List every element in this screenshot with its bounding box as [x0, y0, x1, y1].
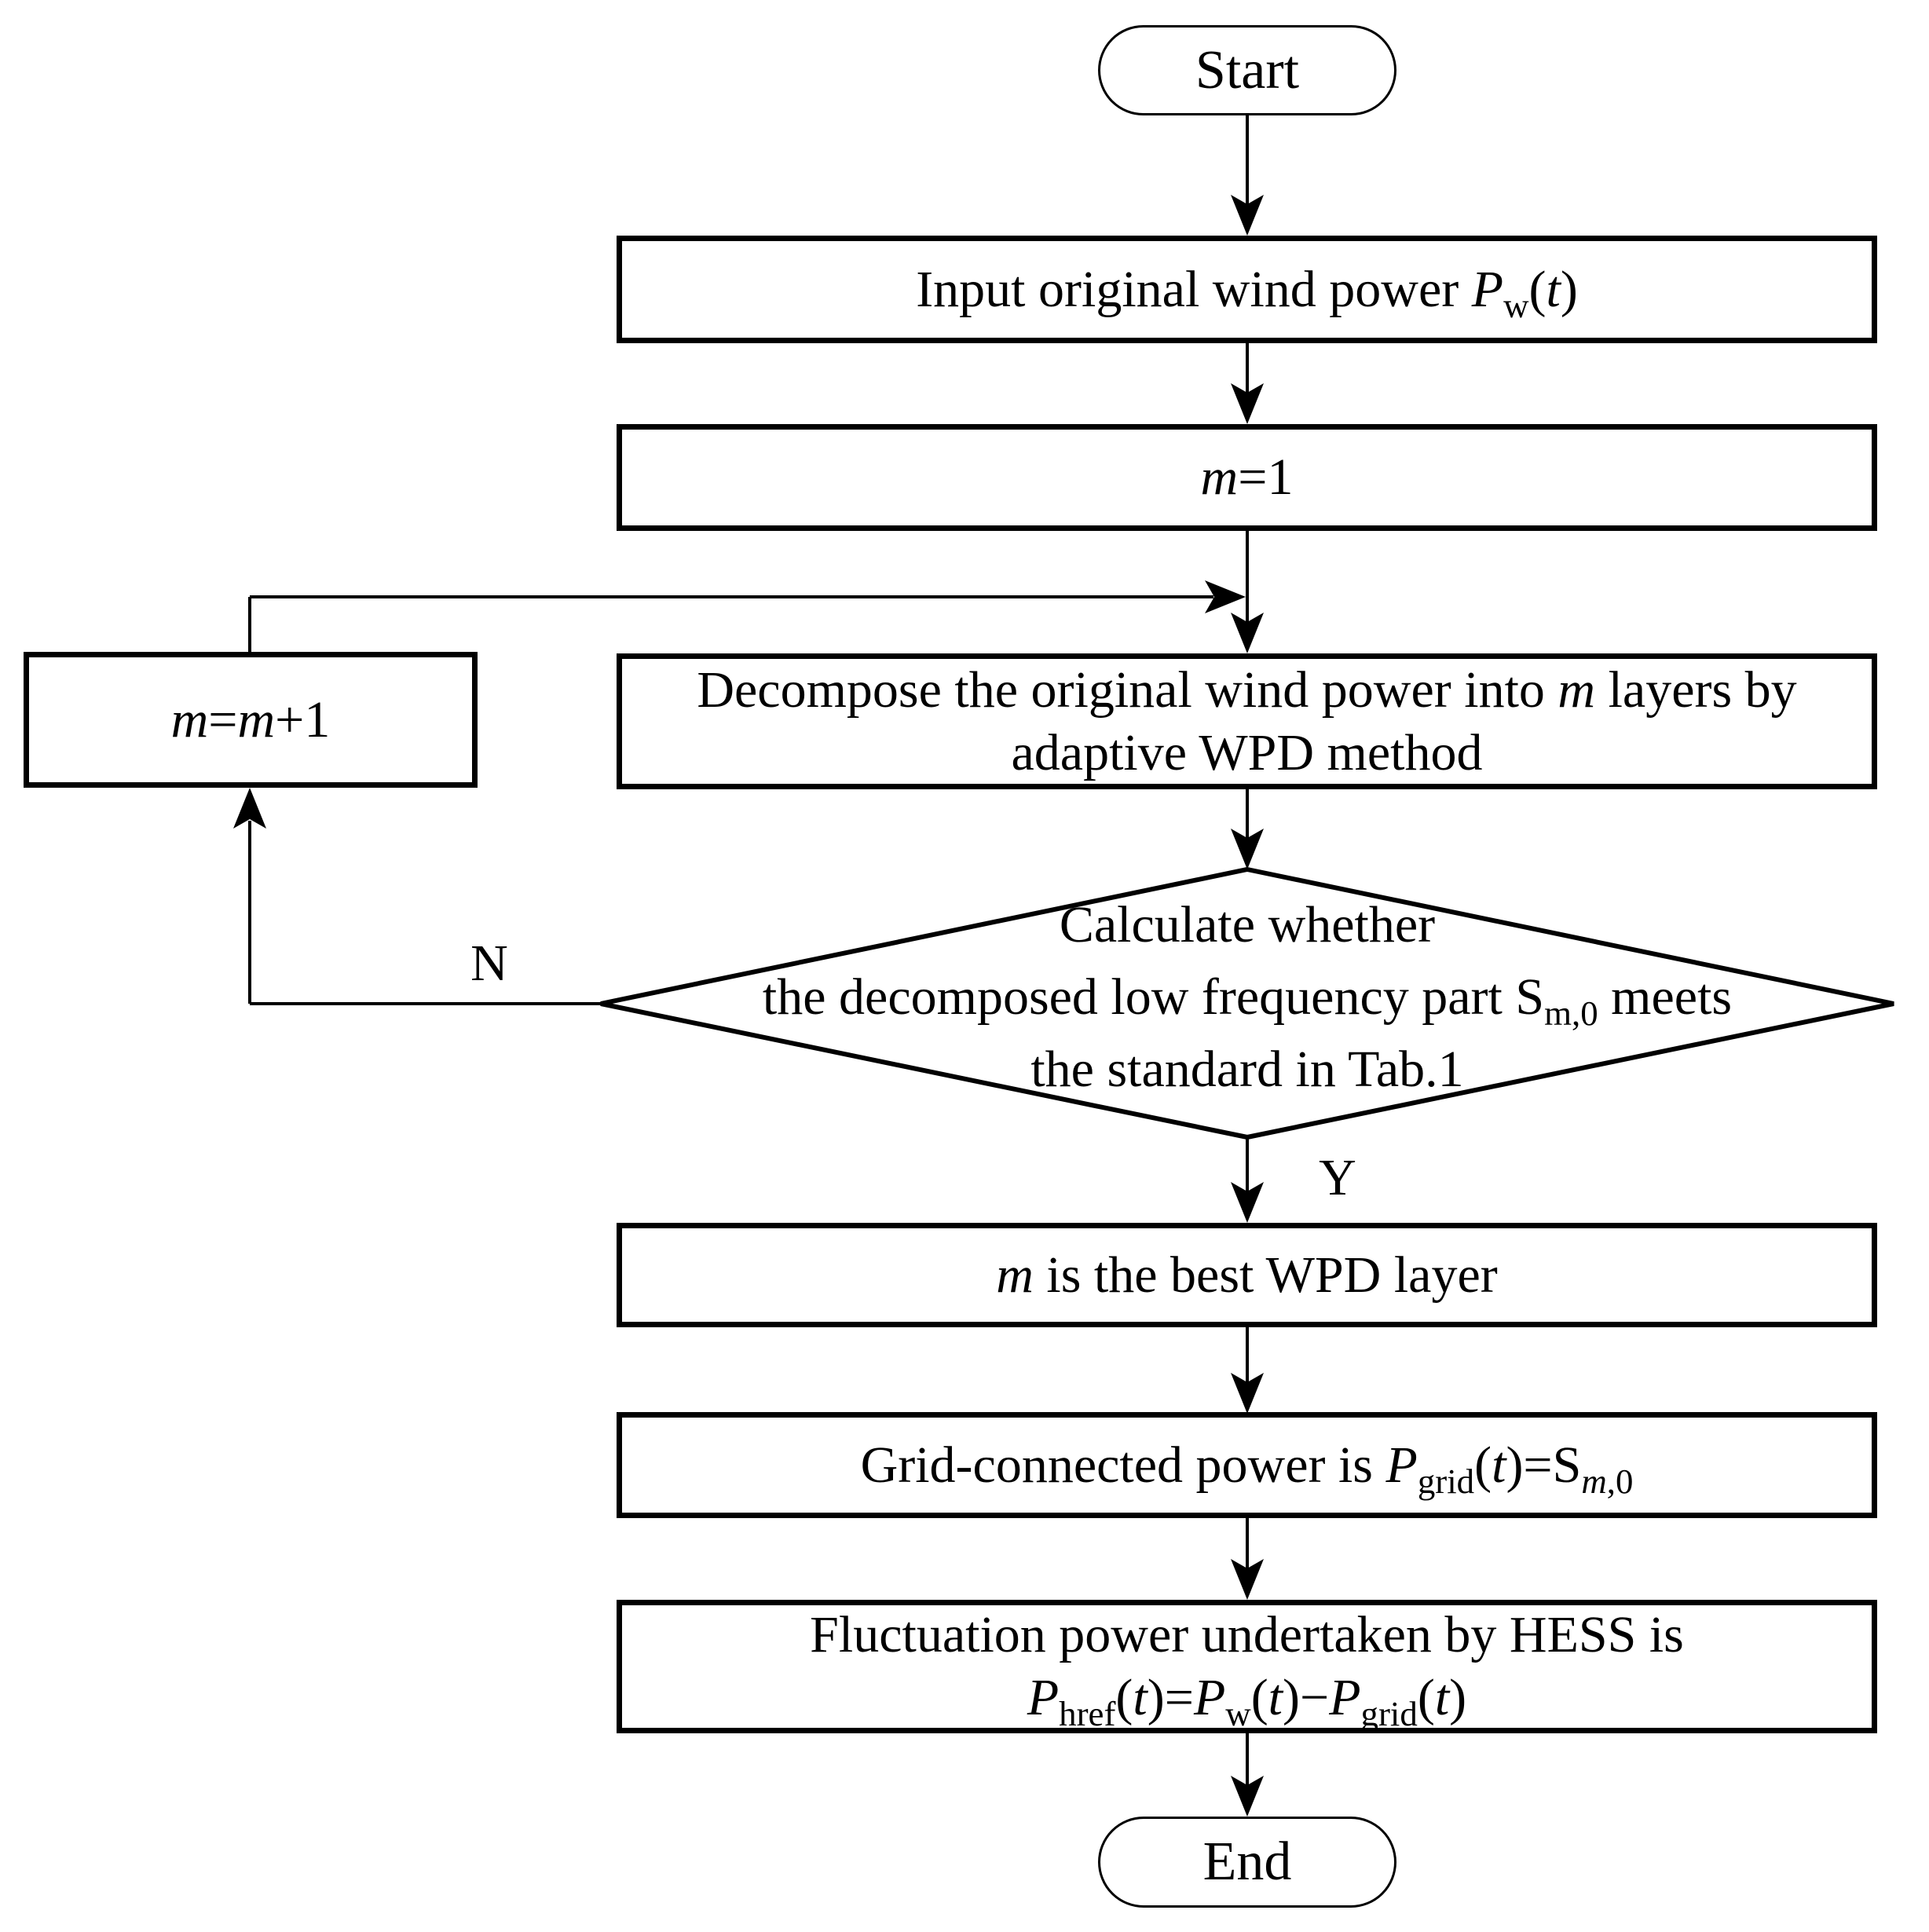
- arrowheads: [233, 195, 1264, 1817]
- node-increment-m-label: m=m+1: [170, 690, 331, 748]
- node-decompose-wpd: Decompose the original wind power into m…: [617, 653, 1877, 789]
- node-hess-power-label: Fluctuation power undertaken by HESS is …: [810, 1604, 1684, 1734]
- branch-label-no: N: [450, 932, 529, 995]
- node-best-layer: m is the best WPD layer: [617, 1223, 1877, 1327]
- node-hess-line1: Fluctuation power undertaken by HESS is: [810, 1606, 1684, 1663]
- node-init-m-label: m=1: [1200, 448, 1294, 506]
- node-grid-power-label: Grid-connected power is Pgrid(t)=Sm,0: [860, 1436, 1634, 1501]
- node-decision-line1: Calculate whether: [1059, 896, 1436, 953]
- node-start-label: Start: [1195, 39, 1300, 101]
- node-end-label: End: [1202, 1831, 1292, 1892]
- node-decision-standard: Calculate whether the decomposed low fre…: [580, 889, 1915, 1106]
- node-hess-line2: Phref(t)=Pw(t)−Pgrid(t): [1027, 1669, 1467, 1734]
- node-decision-line3: the standard in Tab.1: [1030, 1041, 1464, 1098]
- node-input-label: Input original wind power Pw(t): [916, 260, 1578, 325]
- node-start: Start: [1098, 25, 1396, 115]
- node-decision-line2: the decomposed low frequency part Sm,0 m…: [762, 968, 1733, 1034]
- node-input-wind-power: Input original wind power Pw(t): [617, 236, 1877, 343]
- node-init-m: m=1: [617, 424, 1877, 531]
- node-best-layer-label: m is the best WPD layer: [996, 1246, 1498, 1304]
- branch-label-yes: Y: [1298, 1147, 1377, 1209]
- node-hess-power: Fluctuation power undertaken by HESS is …: [617, 1600, 1877, 1733]
- decision-diamond-shape: [600, 866, 1894, 1140]
- node-grid-power: Grid-connected power is Pgrid(t)=Sm,0: [617, 1412, 1877, 1518]
- node-increment-m: m=m+1: [24, 652, 478, 788]
- node-decompose-label: Decompose the original wind power into m…: [697, 659, 1796, 785]
- node-decompose-line1: Decompose the original wind power into m…: [697, 660, 1797, 719]
- node-decompose-line2: adaptive WPD method: [1011, 723, 1483, 781]
- branch-label-no-text: N: [470, 935, 508, 992]
- branch-label-yes-text: Y: [1319, 1149, 1356, 1206]
- node-end: End: [1098, 1817, 1396, 1908]
